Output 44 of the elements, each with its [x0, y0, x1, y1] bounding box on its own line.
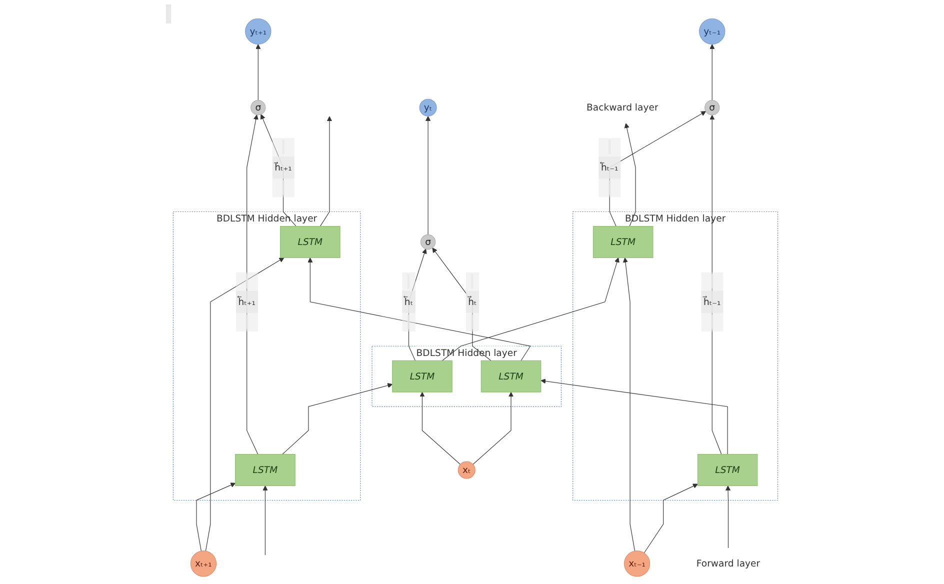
arrow	[540, 378, 728, 455]
node-circle: yₜ₊₁	[245, 18, 272, 45]
arrow	[725, 485, 731, 548]
edge-label: h⃖ₜ₊₁	[238, 296, 256, 308]
node-circle: yₜ	[419, 98, 437, 116]
edge-label: h⃗ₜ₊₁	[274, 162, 292, 173]
arrow	[256, 44, 261, 101]
arrow	[710, 114, 722, 455]
arrow	[425, 116, 431, 235]
arrow	[622, 257, 636, 552]
arrow	[710, 44, 715, 101]
arrow	[432, 248, 492, 361]
node-box: LSTM	[392, 360, 452, 392]
node-box: LSTM	[697, 454, 758, 486]
arrow	[609, 111, 706, 227]
edge-label: h⃗ₜ	[468, 296, 477, 308]
node-circle: σ	[420, 234, 436, 250]
node-circle: yₜ₋₁	[699, 18, 726, 45]
arrow	[262, 485, 268, 556]
node-text: Forward layer	[696, 558, 760, 569]
node-text: Backward layer	[586, 102, 658, 113]
node-box: LSTM	[235, 454, 296, 486]
node-circle: σ	[250, 100, 266, 116]
node-box: LSTM	[480, 360, 542, 392]
arrow	[196, 482, 236, 552]
node-box: LSTM	[280, 226, 340, 258]
node-circle: xₜ₊₁	[190, 550, 217, 577]
arrow	[624, 123, 636, 227]
edge-label: h⃖ₜ₋₁	[600, 162, 618, 173]
node-circle: xₜ₋₁	[624, 550, 650, 577]
arrow	[205, 257, 284, 552]
edge-label: h⃗ₜ₋₁	[703, 296, 721, 308]
arrow	[282, 383, 393, 455]
arrow	[472, 392, 514, 465]
arrow	[442, 257, 620, 361]
node-circle: σ	[704, 100, 720, 116]
arrow	[420, 392, 461, 465]
node-box: LSTM	[592, 226, 654, 258]
arrow	[246, 114, 258, 455]
arrow	[320, 116, 332, 227]
arrow	[644, 484, 698, 554]
arrow	[308, 257, 531, 361]
node-circle: xₜ	[458, 461, 476, 479]
edge-label: h⃖ₜ	[404, 296, 414, 308]
